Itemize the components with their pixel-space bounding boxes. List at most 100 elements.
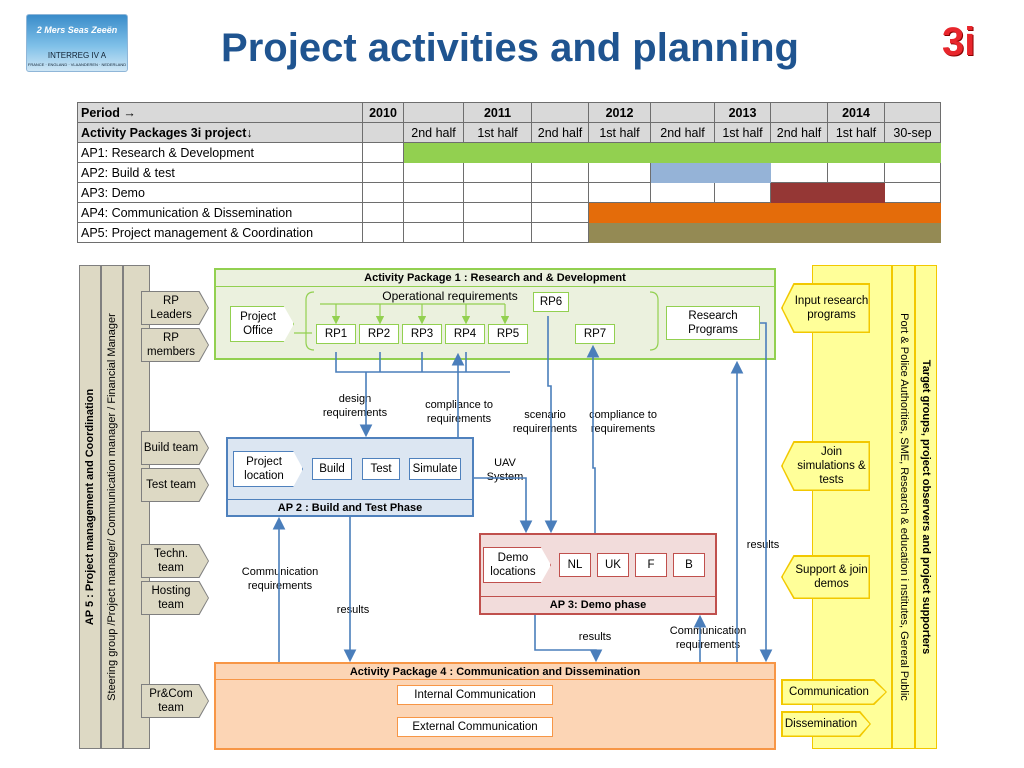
demo-country-box[interactable]: B	[673, 553, 705, 577]
target-zone	[812, 265, 892, 749]
build-step-box[interactable]: Simulate	[409, 458, 461, 480]
demo-country-box[interactable]: F	[635, 553, 667, 577]
gantt-row: AP4: Communication & Dissemination	[77, 202, 941, 223]
target-box-label: Support & join demos	[795, 564, 868, 590]
team-label: Build team	[143, 442, 199, 454]
subperiod: 2nd half	[650, 122, 715, 143]
activity-package-name: AP1: Research & Development	[77, 142, 363, 163]
year-2013: 2013	[714, 102, 771, 123]
research-to-ap4-arrow	[759, 322, 773, 663]
team-box: Pr&Com team	[141, 684, 209, 718]
gantt-bar-cell	[884, 222, 941, 243]
ap5-column: AP 5 : Project management and Coordinati…	[79, 265, 101, 749]
research-program-label: RP3	[410, 328, 434, 340]
target-box-label: Input research programs	[794, 295, 869, 321]
external-communication-box[interactable]: External Communication	[397, 717, 553, 737]
ap3-title: AP 3: Demo phase	[481, 596, 715, 613]
rp7-label: RP7	[583, 328, 607, 340]
uav-system-label: UAV System	[486, 457, 524, 483]
gantt-row: AP1: Research & Development	[77, 142, 941, 163]
team-box-fill: Techn. team	[142, 545, 208, 577]
subperiod: 1st half	[827, 122, 885, 143]
operational-requirements-label: Operational requirements	[382, 289, 518, 303]
gantt-bar-cell	[650, 222, 715, 243]
team-box-fill: Test team	[142, 469, 208, 501]
gantt-bar-cell	[463, 142, 532, 163]
target-box: Communication	[781, 679, 887, 705]
operational-brace-right	[649, 291, 659, 351]
research-program-label: RP4	[453, 328, 477, 340]
team-box: RP Leaders	[141, 291, 209, 325]
ap2-title: AP 2 : Build and Test Phase	[228, 499, 472, 515]
build-step-box[interactable]: Build	[312, 458, 352, 480]
gantt-bar-cell	[884, 202, 941, 223]
results-arrow-ap3	[534, 615, 603, 663]
target-box-fill: Communication	[782, 680, 886, 704]
communication-requirements-label-right: Communication requirements	[669, 625, 747, 651]
demo-country-box[interactable]: NL	[559, 553, 591, 577]
gantt-bar-cell	[650, 162, 715, 183]
team-box: RP members	[141, 328, 209, 362]
gantt-bar-cell	[884, 142, 941, 163]
demo-locations-box: Demo locations	[483, 547, 551, 583]
target-box-fill: Dissemination	[782, 712, 870, 736]
demo-country-label: UK	[605, 559, 621, 571]
research-program-label: RP5	[496, 328, 520, 340]
research-program-label: RP1	[324, 328, 348, 340]
scenario-arrow	[544, 316, 558, 534]
gantt-bar-cell	[714, 202, 771, 223]
results-label-ap3: results	[578, 631, 612, 643]
operational-brace-left	[305, 291, 315, 351]
team-label: RP members	[147, 332, 195, 358]
build-step-label: Simulate	[412, 463, 458, 475]
target-box: Join simulations & tests	[781, 441, 870, 491]
communication-requirements-label-left: Communication requirements	[241, 566, 319, 592]
team-box-fill: RP Leaders	[142, 292, 208, 324]
demo-locations-label: Demo locations	[490, 552, 536, 578]
steering-column: Steering group /Project manager/ Communi…	[101, 265, 123, 749]
research-program-box[interactable]: RP5	[488, 324, 528, 344]
research-programs-label: Research Programs	[688, 310, 738, 336]
target-box-fill: Input research programs	[782, 284, 869, 332]
design-collector	[335, 352, 510, 373]
team-label: Techn. team	[154, 548, 188, 574]
target-box-label: Dissemination	[784, 718, 858, 730]
results-label-ap2: results	[336, 604, 370, 616]
target-box: Dissemination	[781, 711, 871, 737]
demo-country-label: B	[685, 559, 693, 571]
research-program-box[interactable]: RP4	[445, 324, 485, 344]
target-box-fill: Support & join demos	[782, 556, 869, 598]
year-2012: 2012	[588, 102, 651, 123]
demo-country-box[interactable]: UK	[597, 553, 629, 577]
gantt-bar-cell	[650, 202, 715, 223]
target-box-fill: Join simulations & tests	[782, 442, 869, 490]
target-box: Support & join demos	[781, 555, 870, 599]
research-programs-box[interactable]: Research Programs	[666, 306, 760, 340]
teams-column	[123, 265, 150, 749]
rp6-box[interactable]: RP6	[533, 292, 569, 312]
subperiod: 30-sep	[884, 122, 941, 143]
demo-country-label: F	[647, 559, 655, 571]
rp7-box[interactable]: RP7	[575, 324, 615, 344]
build-step-box[interactable]: Test	[362, 458, 400, 480]
team-box-fill: Build team	[142, 432, 208, 464]
team-label: Test team	[146, 479, 196, 491]
rp6-label: RP6	[539, 296, 563, 308]
subperiod-row: Activity Packages 3i project↓ 2nd half 1…	[77, 122, 941, 143]
team-box-fill: Pr&Com team	[142, 685, 208, 717]
subperiod: 2nd half	[531, 122, 589, 143]
gantt-row: AP2: Build & test	[77, 162, 941, 183]
gantt-bar-cell	[827, 182, 885, 203]
research-program-box[interactable]: RP2	[359, 324, 399, 344]
internal-communication-box[interactable]: Internal Communication	[397, 685, 553, 705]
research-program-box[interactable]: RP3	[402, 324, 442, 344]
ap4-title: Activity Package 4 : Communication and D…	[216, 664, 774, 680]
uav-arrow	[474, 477, 533, 534]
team-label: RP Leaders	[150, 295, 192, 321]
research-program-box[interactable]: RP1	[316, 324, 356, 344]
internal-communication-label: Internal Communication	[414, 689, 536, 701]
subperiod: 2nd half	[770, 122, 828, 143]
gantt-bar-cell	[403, 142, 464, 163]
project-location-box: Project location	[233, 451, 303, 487]
